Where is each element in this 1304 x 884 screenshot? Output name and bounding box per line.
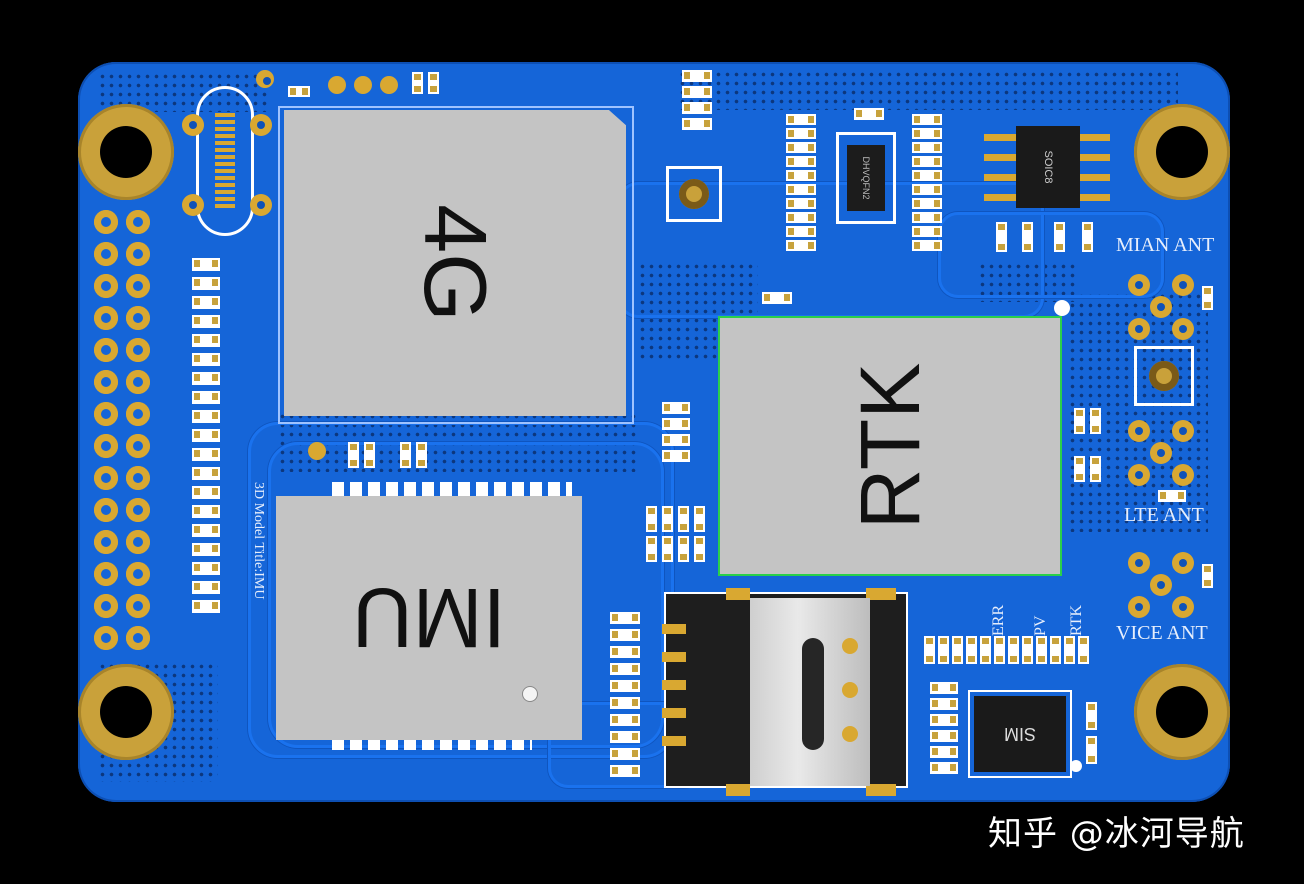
- antenna-pad: [1128, 274, 1150, 296]
- smd-resistor: [1086, 702, 1097, 730]
- antenna-pad: [1172, 464, 1194, 486]
- antenna-pad: [1150, 296, 1172, 318]
- sim-chip-outline: SIM: [968, 690, 1072, 778]
- smd-capacitor: [1090, 456, 1101, 482]
- antenna-pad: [1128, 464, 1150, 486]
- smd-resistor: [854, 108, 884, 120]
- smd-resistor: [428, 72, 439, 94]
- smd-capacitor: [1022, 222, 1033, 252]
- smd-capacitor: [400, 442, 411, 468]
- fpc-connector: [196, 86, 254, 236]
- connector-pad: [250, 194, 272, 216]
- antenna-pad: [1172, 552, 1194, 574]
- sim-chip-label: SIM: [1004, 724, 1037, 745]
- sim-card-shield: [750, 598, 870, 786]
- imu-top-pads: [332, 482, 572, 496]
- capacitor-array: [610, 612, 640, 777]
- test-point: [256, 70, 274, 88]
- main-antenna-connector: [1134, 346, 1194, 406]
- test-point: [380, 76, 398, 94]
- watermark: 知乎 @冰河导航: [988, 814, 1245, 854]
- antenna-pad: [1172, 420, 1194, 442]
- transceiver-outline: DHVQFN2: [836, 132, 896, 224]
- resistor-array: [192, 258, 220, 613]
- smd-capacitor: [1054, 222, 1065, 252]
- gnss-module-label: RTK: [842, 362, 937, 530]
- smd-capacitor: [996, 222, 1007, 252]
- imu-pin1-dot: [522, 686, 538, 702]
- mounting-hole: [78, 664, 174, 760]
- antenna-pad: [1128, 596, 1150, 618]
- test-point: [328, 76, 346, 94]
- mounting-hole: [1134, 664, 1230, 760]
- smd-resistor: [1158, 490, 1186, 502]
- mounting-hole: [1134, 104, 1230, 200]
- rf-connector: [666, 166, 722, 222]
- smd-resistor: [288, 86, 310, 97]
- via-field: [678, 70, 1178, 110]
- vice-antenna-label: VICE ANT: [1116, 622, 1208, 644]
- smd-capacitor: [1074, 408, 1085, 434]
- antenna-pad: [1128, 420, 1150, 442]
- antenna-pad: [1128, 552, 1150, 574]
- smd-resistor: [1202, 564, 1213, 588]
- lte-module-outline: [278, 106, 634, 424]
- antenna-pad: [1150, 442, 1172, 464]
- sim-chip: SIM: [974, 696, 1066, 772]
- lte-module-label: 4G: [406, 204, 505, 322]
- resistor-array: [786, 114, 816, 251]
- capacitor-array: [646, 506, 705, 562]
- pin1-marker: [1070, 760, 1082, 772]
- smd-capacitor: [364, 442, 375, 468]
- imu-module: IMU: [276, 496, 582, 740]
- lte-antenna-label: LTE ANT: [1124, 504, 1204, 526]
- eeprom-label: SOIC8: [1042, 150, 1054, 184]
- mounting-hole: [78, 104, 174, 200]
- led-pv-label: PV: [1032, 615, 1049, 636]
- connector-pad: [250, 114, 272, 136]
- capacitor-array: [662, 402, 690, 462]
- eeprom-package: SOIC8: [984, 126, 1110, 208]
- test-point: [308, 442, 326, 460]
- antenna-pad: [1150, 574, 1172, 596]
- smd-capacitor: [1074, 456, 1085, 482]
- imu-module-label: IMU: [352, 571, 506, 666]
- smd-capacitor: [1082, 222, 1093, 252]
- transceiver-label: DHVQFN2: [861, 156, 871, 200]
- antenna-pad: [1172, 318, 1194, 340]
- capacitor-array: [682, 70, 712, 130]
- transceiver-chip: DHVQFN2: [847, 145, 885, 211]
- trace: [938, 212, 1164, 298]
- capacitor-array: [930, 682, 958, 774]
- resistor-array: [912, 114, 942, 251]
- pin1-marker: [1054, 300, 1070, 316]
- imu-bottom-pads: [332, 738, 532, 750]
- smd-resistor: [412, 72, 423, 94]
- smd-capacitor: [1090, 408, 1101, 434]
- antenna-pad: [1172, 274, 1194, 296]
- pcb-board: 4G DHVQFN2: [78, 62, 1230, 802]
- header-pins-left: [94, 210, 118, 650]
- eeprom-chip: SOIC8: [1016, 126, 1080, 208]
- gnss-module: RTK: [718, 316, 1062, 576]
- smd-capacitor: [416, 442, 427, 468]
- lte-module: 4G: [284, 110, 626, 416]
- smd-resistor: [1086, 736, 1097, 764]
- smd-resistor: [762, 292, 792, 304]
- led-err-label: ERR: [990, 604, 1007, 636]
- led-resistor-row: [924, 636, 1089, 664]
- smd-resistor: [1202, 286, 1213, 310]
- main-antenna-label: MIAN ANT: [1116, 234, 1215, 256]
- connector-pad: [182, 194, 204, 216]
- smd-capacitor: [348, 442, 359, 468]
- antenna-pad: [1128, 318, 1150, 340]
- model-title-silkscreen: 3D Model Title:IMU: [251, 482, 266, 600]
- sim-card-holder: [662, 588, 908, 796]
- antenna-pad: [1172, 596, 1194, 618]
- connector-pad: [182, 114, 204, 136]
- test-point: [354, 76, 372, 94]
- led-rtk-label: RTK: [1068, 604, 1085, 636]
- header-pins-right: [126, 210, 150, 650]
